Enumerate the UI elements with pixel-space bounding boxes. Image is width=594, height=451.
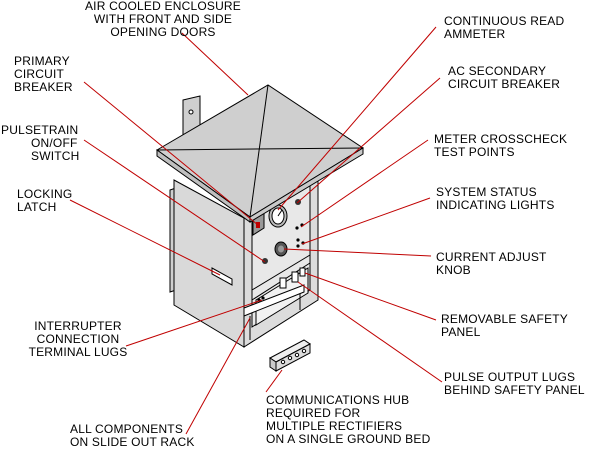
label-locking-latch-line-2: LATCH bbox=[17, 200, 57, 214]
label-meter-crosscheck-line-2: TEST POINTS bbox=[434, 145, 515, 159]
leader-meter-crosscheck bbox=[300, 139, 429, 228]
label-comms-hub-line-1: COMMUNICATIONS HUB bbox=[266, 393, 410, 407]
label-locking-latch: LOCKING LATCH bbox=[17, 188, 72, 214]
label-slide-rack-line-1: ALL COMPONENTS bbox=[70, 422, 184, 436]
label-pulsetrain-line-2: ON/OFF bbox=[31, 136, 78, 150]
leader-ammeter bbox=[277, 26, 437, 211]
label-enclosure-line-1: AIR COOLED ENCLOSURE bbox=[84, 0, 242, 13]
label-comms-hub-line-4: ON A SINGLE GROUND BED bbox=[266, 432, 431, 446]
leader-slide-rack bbox=[185, 317, 251, 435]
label-primary-breaker-line-1: PRIMARY bbox=[14, 54, 70, 68]
label-meter-crosscheck-line-1: METER CROSSCHECK bbox=[434, 132, 568, 146]
label-enclosure-line-3: OPENING DOORS bbox=[110, 25, 216, 39]
label-current-adjust-line-2: KNOB bbox=[436, 263, 471, 277]
leader-comms-hub bbox=[265, 369, 283, 393]
label-comms-hub: COMMUNICATIONS HUB REQUIRED FOR MULTIPLE… bbox=[266, 394, 430, 446]
label-safety-panel-line-1: REMOVABLE SAFETY bbox=[441, 312, 569, 326]
label-ammeter: CONTINUOUS READ AMMETER bbox=[444, 15, 564, 41]
label-ac-breaker-line-1: AC SECONDARY bbox=[448, 64, 547, 78]
ammeter-dial bbox=[268, 204, 288, 228]
label-interrupter-line-1: INTERRUPTER bbox=[34, 319, 122, 333]
label-safety-panel-line-2: PANEL bbox=[441, 325, 481, 339]
label-pulsetrain-switch: PULSETRAIN ON/OFF SWITCH bbox=[1, 124, 80, 163]
label-current-adjust-line-1: CURRENT ADJUST bbox=[436, 250, 547, 264]
leader-status-lights bbox=[301, 197, 431, 245]
pulse-output-lugs bbox=[279, 267, 306, 289]
label-pulse-output-line-2: BEHIND SAFETY PANEL bbox=[444, 383, 585, 397]
leader-pulsetrain bbox=[83, 139, 266, 263]
label-pulse-output: PULSE OUTPUT LUGS BEHIND SAFETY PANEL bbox=[444, 371, 585, 397]
label-enclosure: AIR COOLED ENCLOSURE WITH FRONT AND SIDE… bbox=[72, 0, 254, 39]
label-locking-latch-line-1: LOCKING bbox=[17, 187, 73, 201]
label-status-lights-line-2: INDICATING LIGHTS bbox=[436, 198, 555, 212]
leader-primary-breaker bbox=[83, 81, 259, 226]
label-comms-hub-line-2: REQUIRED FOR bbox=[266, 406, 361, 420]
leader-enclosure bbox=[181, 32, 249, 96]
label-slide-rack-line-2: ON SLIDE OUT RACK bbox=[70, 435, 195, 449]
label-primary-breaker-line-3: BREAKER bbox=[14, 80, 73, 94]
label-interrupter-lugs: INTERRUPTER CONNECTION TERMINAL LUGS bbox=[24, 320, 132, 359]
leader-safety-panel bbox=[304, 272, 437, 321]
slide-rack bbox=[243, 284, 305, 340]
communications-hub bbox=[269, 339, 311, 372]
locking-latch bbox=[211, 267, 233, 286]
label-safety-panel: REMOVABLE SAFETY PANEL bbox=[441, 313, 568, 339]
current-knob bbox=[274, 241, 288, 257]
label-interrupter-line-3: TERMINAL LUGS bbox=[28, 345, 128, 359]
label-primary-breaker-line-2: CIRCUIT bbox=[14, 67, 65, 81]
label-primary-breaker: PRIMARY CIRCUIT BREAKER bbox=[14, 55, 73, 94]
label-ac-secondary-breaker: AC SECONDARY CIRCUIT BREAKER bbox=[448, 65, 560, 91]
label-comms-hub-line-3: MULTIPLE RECTIFIERS bbox=[266, 419, 403, 433]
label-interrupter-line-2: CONNECTION bbox=[36, 332, 120, 346]
label-pulsetrain-line-1: PULSETRAIN bbox=[1, 123, 79, 137]
label-pulsetrain-line-3: SWITCH bbox=[31, 149, 80, 163]
leader-pulse-output bbox=[297, 281, 443, 383]
label-slide-rack: ALL COMPONENTS ON SLIDE OUT RACK bbox=[70, 423, 195, 449]
pulsetrain-switch bbox=[262, 258, 268, 264]
leader-interrupter bbox=[125, 299, 263, 347]
leader-current-knob bbox=[283, 248, 432, 257]
leader-ac-breaker bbox=[296, 77, 441, 204]
label-enclosure-line-2: WITH FRONT AND SIDE bbox=[93, 12, 233, 26]
label-ammeter-line-2: AMMETER bbox=[444, 27, 506, 41]
label-meter-crosscheck: METER CROSSCHECK TEST POINTS bbox=[434, 133, 567, 159]
label-current-adjust: CURRENT ADJUST KNOB bbox=[436, 251, 547, 277]
label-pulse-output-line-1: PULSE OUTPUT LUGS bbox=[444, 370, 576, 384]
label-status-lights-line-1: SYSTEM STATUS bbox=[436, 185, 537, 199]
label-ac-breaker-line-2: CIRCUIT BREAKER bbox=[448, 77, 561, 91]
leader-latch bbox=[69, 199, 221, 276]
label-ammeter-line-1: CONTINUOUS READ bbox=[444, 14, 565, 28]
leader-lines bbox=[69, 26, 443, 435]
label-status-lights: SYSTEM STATUS INDICATING LIGHTS bbox=[436, 186, 555, 212]
